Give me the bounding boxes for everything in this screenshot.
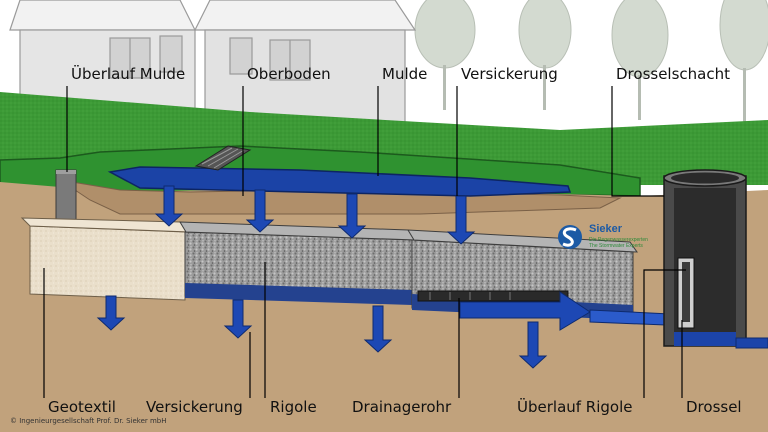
label-ueberlauf-rigole: Überlauf Rigole	[517, 398, 633, 416]
rigole-geotextil	[22, 218, 190, 300]
drainage-pipe	[418, 291, 568, 301]
label-drossel: Drossel	[686, 398, 742, 416]
label-ueberlauf-mulde: Überlauf Mulde	[71, 65, 185, 83]
label-oberboden: Oberboden	[247, 65, 331, 83]
label-rigole: Rigole	[270, 398, 317, 416]
label-drainagerohr: Drainagerohr	[352, 398, 451, 416]
logo-name: Sieker	[589, 223, 622, 235]
sieker-logo: Sieker Die Regenwasserexperten The Storm…	[557, 224, 661, 252]
label-mulde: Mulde	[382, 65, 427, 83]
copyright-notice: © Ingenieurgesellschaft Prof. Dr. Sieker…	[10, 417, 167, 425]
label-drosselschacht: Drosselschacht	[616, 65, 730, 83]
overflow-pipe	[56, 170, 76, 226]
label-geotextil: Geotextil	[48, 398, 116, 416]
logo-tagline-2: The Stormwater Experts	[589, 243, 643, 249]
rigole-gravel-1	[180, 222, 416, 305]
label-versickerung-top: Versickerung	[461, 65, 558, 83]
label-versickerung-bottom: Versickerung	[146, 398, 243, 416]
